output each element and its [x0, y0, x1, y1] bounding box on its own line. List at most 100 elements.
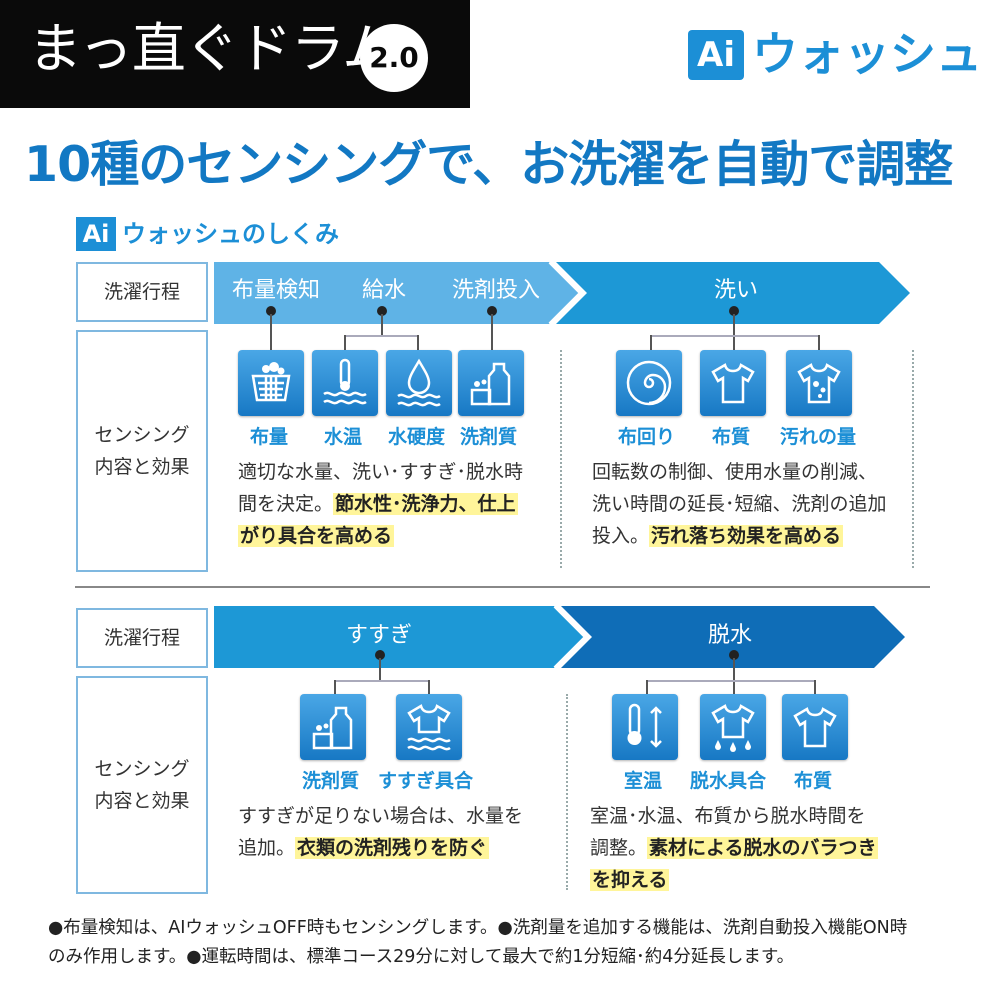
icon-label-fabric-type: 布質: [712, 426, 751, 448]
desc-highlight: がり具合を高める: [238, 525, 395, 547]
water-drop-icon: [386, 350, 452, 416]
desc-highlight: 節水性･洗浄力、仕上: [333, 493, 518, 515]
section-separator: [75, 586, 930, 588]
step-water-supply: 給水: [362, 278, 407, 303]
detergent-bottle-icon: [300, 694, 366, 760]
connector-line: [646, 680, 648, 694]
icon-label-fabric-type: 布質: [794, 770, 833, 792]
icon-label-water-hardness: 水硬度: [388, 426, 446, 448]
connector-line: [428, 680, 430, 694]
connector-line: [344, 335, 418, 337]
section2-effect-line1: センシング: [94, 758, 190, 780]
connector-dot: [266, 306, 276, 316]
section2-process-arrows: [214, 606, 905, 668]
connector-dot: [729, 650, 739, 660]
connector-line: [417, 335, 419, 350]
section2-arrow-rinse: [214, 606, 585, 668]
dotted-divider: [912, 350, 914, 568]
rinse-shirt-icon: [396, 694, 462, 760]
room-thermometer-icon: [612, 694, 678, 760]
desc-line: 調整。: [590, 837, 648, 859]
connector-line: [334, 680, 430, 682]
dotted-divider: [566, 694, 568, 890]
desc-line: 回転数の制御、使用水量の削減、: [592, 461, 878, 483]
step-spin: 脱水: [708, 623, 753, 648]
product-title: まっ直ぐドラム: [28, 17, 396, 80]
connector-line: [270, 314, 272, 350]
mechanism-ai-badge: Ai: [76, 217, 116, 251]
ai-wash-logo-text: ウォッシュ: [752, 27, 982, 81]
connector-line: [379, 658, 381, 680]
section2-arrow-spin: [561, 606, 905, 668]
thermometer-water-icon: [312, 350, 378, 416]
connector-line: [733, 314, 735, 350]
dotted-divider: [560, 350, 562, 568]
desc-line: 投入。: [592, 525, 650, 547]
section1-effect-line2: 内容と効果: [94, 456, 190, 478]
section1-process-label-text: 洗濯行程: [103, 281, 180, 303]
step-detergent-dose: 洗剤投入: [452, 278, 541, 303]
desc-line: 間を決定。: [238, 493, 334, 515]
section2-right-description: 室温･水温、布質から脱水時間を 調整。素材による脱水のバラつき を抑える: [590, 800, 920, 896]
section1-arrow-wash: [556, 262, 910, 324]
icon-label-rinse-level: すすぎ具合: [378, 770, 474, 792]
icon-label-room-temp: 室温: [624, 770, 663, 792]
version-badge: 2.0: [360, 24, 428, 92]
connector-dot: [487, 306, 497, 316]
connector-line: [344, 335, 346, 350]
section2-process-label-text: 洗濯行程: [103, 627, 180, 649]
section2-effect-label: センシング内容と効果: [76, 676, 208, 894]
section1-right-description: 回転数の制御、使用水量の削減、 洗い時間の延長･短縮、洗剤の追加 投入。汚れ落ち…: [592, 456, 912, 552]
desc-line: 洗い時間の延長･短縮、洗剤の追加: [592, 493, 887, 515]
icon-label-dirt-amount: 汚れの量: [780, 426, 857, 448]
section1-process-label: 洗濯行程: [76, 262, 208, 322]
footnote: ●布量検知は、AIウォッシュOFF時もセンシングします。●洗剤量を追加する機能は…: [48, 914, 978, 972]
section1-effect-label: センシング内容と効果: [76, 330, 208, 572]
shirt-icon: [700, 350, 766, 416]
ai-logo-badge: Ai: [688, 30, 744, 80]
connector-line: [334, 680, 336, 694]
connector-dot: [377, 306, 387, 316]
step-wash: 洗い: [714, 278, 759, 303]
laundry-basket-icon: [238, 350, 304, 416]
footnote-line1: ●布量検知は、AIウォッシュOFF時もセンシングします。●洗剤量を追加する機能は…: [48, 918, 908, 938]
step-fabric-detect: 布量検知: [232, 278, 321, 303]
section1-left-description: 適切な水量、洗い･すすぎ･脱水時 間を決定。節水性･洗浄力、仕上 がり具合を高め…: [238, 456, 558, 552]
stained-shirt-icon: [786, 350, 852, 416]
detergent-bottle-icon: [458, 350, 524, 416]
dripping-shirt-icon: [700, 694, 766, 760]
icon-label-water-temp: 水温: [324, 426, 363, 448]
desc-highlight: を抑える: [590, 869, 670, 891]
connector-line: [814, 680, 816, 694]
section2-effect-line2: 内容と効果: [94, 790, 190, 812]
desc-line: 追加。: [238, 837, 296, 859]
icon-label-detergent-type: 洗剤質: [302, 770, 360, 792]
connector-line: [818, 335, 820, 350]
section2-left-description: すすぎが足りない場合は、水量を 追加。衣類の洗剤残りを防ぐ: [238, 800, 558, 864]
connector-line: [381, 314, 383, 336]
spiral-icon: [616, 350, 682, 416]
icon-label-fabric-amount: 布量: [250, 426, 289, 448]
connector-line: [650, 335, 652, 350]
connector-line: [733, 658, 735, 694]
desc-highlight: 汚れ落ち効果を高める: [649, 525, 844, 547]
icon-label-detergent-type: 洗剤質: [460, 426, 518, 448]
desc-highlight: 素材による脱水のバラつき: [647, 837, 879, 859]
footnote-line2: のみ作用します。●運転時間は、標準コース29分に対して最大で約1分短縮･約4分延…: [48, 947, 795, 967]
headline: 10種のセンシングで、お洗濯を自動で調整: [24, 136, 953, 193]
desc-highlight: 衣類の洗剤残りを防ぐ: [295, 837, 490, 859]
mechanism-title: ウォッシュのしくみ: [122, 220, 339, 248]
connector-line: [646, 680, 816, 682]
connector-line: [650, 335, 820, 337]
connector-line: [491, 314, 493, 350]
icon-label-spin-level: 脱水具合: [690, 770, 767, 792]
shirt-icon: [782, 694, 848, 760]
connector-dot: [375, 650, 385, 660]
desc-line: 室温･水温、布質から脱水時間を: [590, 805, 866, 827]
section2-process-label: 洗濯行程: [76, 608, 208, 668]
connector-dot: [729, 306, 739, 316]
icon-label-fabric-motion: 布回り: [618, 426, 676, 448]
desc-line: 適切な水量、洗い･すすぎ･脱水時: [238, 461, 524, 483]
step-rinse: すすぎ: [346, 623, 413, 648]
desc-line: すすぎが足りない場合は、水量を: [238, 805, 524, 827]
